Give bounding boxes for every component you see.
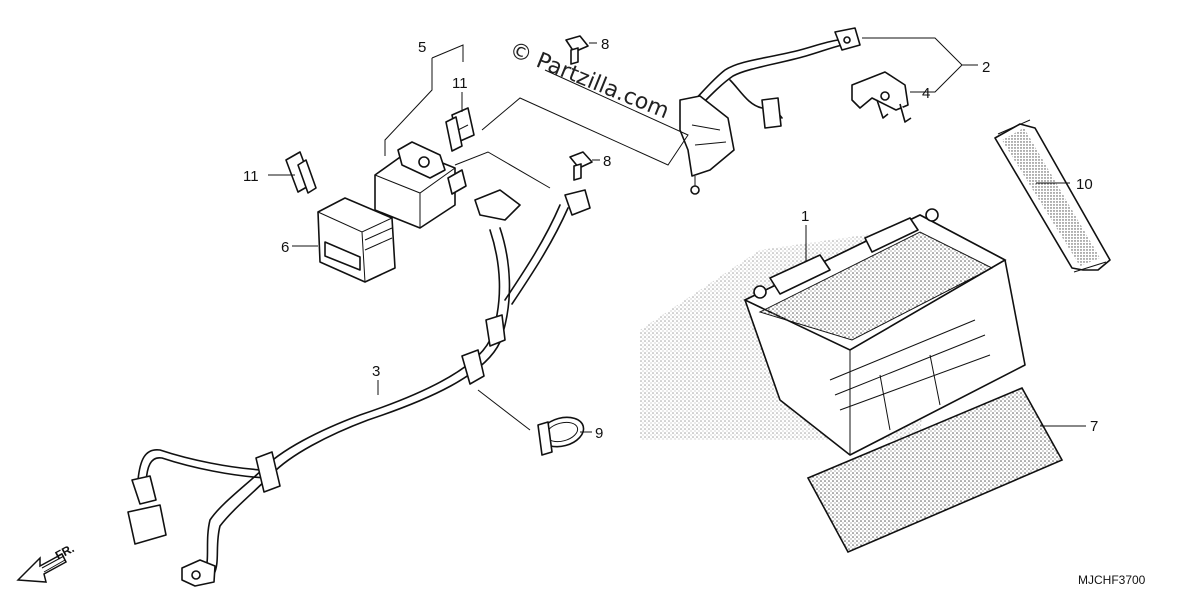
diagram-code: MJCHF3700 (1078, 573, 1146, 587)
battery-band-part-10[interactable] (994, 119, 1111, 273)
terminal-bracket-part-4[interactable] (851, 71, 912, 123)
callout-7: 7 (1090, 418, 1098, 435)
callout-11-lower: 11 (243, 168, 259, 185)
callout-5: 5 (418, 39, 426, 56)
bolt-part-8-lower[interactable] (569, 151, 593, 181)
callout-8-upper: 8 (601, 36, 609, 53)
watermark-text: © Partzilla.com (506, 37, 673, 124)
callout-1: 1 (801, 208, 809, 225)
callout-9: 9 (595, 425, 603, 442)
battery-sub-harness-part-2[interactable] (679, 27, 861, 195)
callout-labels: 1 2 3 4 5 6 7 8 8 9 10 11 11 (243, 36, 1098, 442)
bolt-part-8-upper[interactable] (565, 35, 589, 65)
callout-11-upper: 11 (452, 75, 468, 92)
leader-lines (268, 37, 1086, 433)
callout-3: 3 (372, 363, 380, 380)
band-part-9[interactable] (537, 413, 587, 456)
starter-relay-part-5[interactable] (374, 141, 467, 229)
callout-2: 2 (982, 59, 990, 76)
front-direction-indicator: FR. (16, 541, 76, 583)
battery-part-1[interactable] (743, 208, 1026, 456)
fuse-part-11-lower[interactable] (285, 151, 317, 194)
callout-4: 4 (922, 85, 930, 102)
battery-wire-harness-part-3[interactable] (127, 189, 591, 587)
callout-6: 6 (281, 239, 289, 256)
battery-pad-part-7[interactable] (806, 386, 1064, 554)
callout-8-lower: 8 (603, 153, 611, 170)
fuse-part-11-upper[interactable] (445, 107, 475, 152)
callout-10: 10 (1076, 176, 1093, 193)
relay-cover-part-6[interactable] (317, 197, 396, 283)
